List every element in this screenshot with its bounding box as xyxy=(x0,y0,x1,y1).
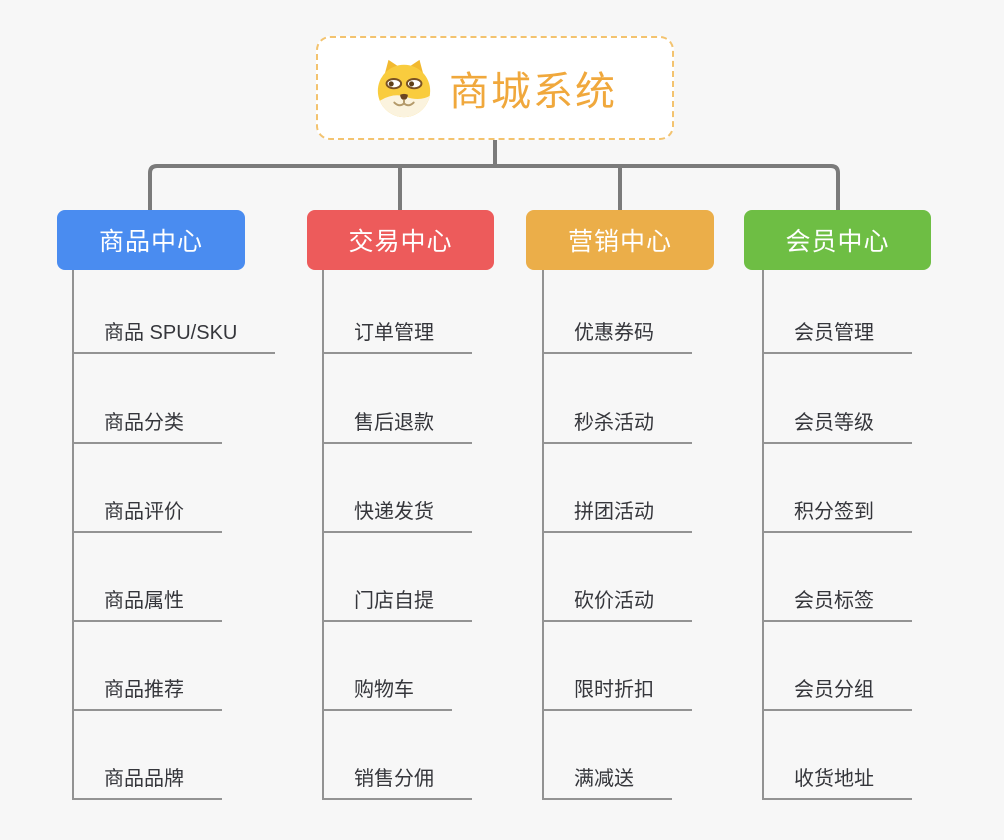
leaf-item[interactable]: 秒杀活动 xyxy=(542,408,692,444)
branch-node-marketing-center[interactable]: 营销中心 xyxy=(526,210,714,270)
branch-spine-line xyxy=(322,270,324,800)
leaf-item[interactable]: 售后退款 xyxy=(322,408,472,444)
branch-spine-line xyxy=(542,270,544,800)
branch-node-member-center[interactable]: 会员中心 xyxy=(744,210,931,270)
branch-label: 会员中心 xyxy=(785,228,890,256)
leaf-item[interactable]: 快递发货 xyxy=(322,497,472,533)
shiba-dog-icon xyxy=(377,59,431,118)
leaf-item[interactable]: 收货地址 xyxy=(762,764,912,800)
leaf-item[interactable]: 商品品牌 xyxy=(72,764,222,800)
leaf-item[interactable]: 会员标签 xyxy=(762,586,912,622)
leaf-item[interactable]: 商品属性 xyxy=(72,586,222,622)
leaf-item[interactable]: 商品分类 xyxy=(72,408,222,444)
branch-label: 营销中心 xyxy=(567,228,672,256)
leaf-item[interactable]: 限时折扣 xyxy=(542,675,692,711)
branch-label: 商品中心 xyxy=(98,228,203,256)
leaf-item[interactable]: 商品 SPU/SKU xyxy=(72,318,276,354)
leaf-item[interactable]: 拼团活动 xyxy=(542,497,692,533)
root-title: 商城系统 xyxy=(449,70,617,114)
leaf-item[interactable]: 销售分佣 xyxy=(322,764,472,800)
leaf-item[interactable]: 积分签到 xyxy=(762,497,912,533)
leaf-item[interactable]: 会员分组 xyxy=(762,675,912,711)
leaf-item[interactable]: 满减送 xyxy=(542,764,672,800)
branch-node-product-center[interactable]: 商品中心 xyxy=(57,210,245,270)
leaf-item[interactable]: 购物车 xyxy=(322,675,452,711)
branch-node-transaction-center[interactable]: 交易中心 xyxy=(307,210,494,270)
leaf-item[interactable]: 优惠券码 xyxy=(542,318,692,354)
leaf-item[interactable]: 会员等级 xyxy=(762,408,912,444)
leaf-item[interactable]: 订单管理 xyxy=(322,318,472,354)
branch-spine-line xyxy=(72,270,74,800)
leaf-item[interactable]: 商品评价 xyxy=(72,497,222,533)
branch-label: 交易中心 xyxy=(348,228,453,256)
branch-spine-line xyxy=(762,270,764,800)
root-node[interactable]: 商城系统 xyxy=(316,36,674,140)
leaf-item[interactable]: 门店自提 xyxy=(322,586,472,622)
leaf-item[interactable]: 商品推荐 xyxy=(72,675,222,711)
leaf-item[interactable]: 会员管理 xyxy=(762,318,912,354)
leaf-item[interactable]: 砍价活动 xyxy=(542,586,692,622)
